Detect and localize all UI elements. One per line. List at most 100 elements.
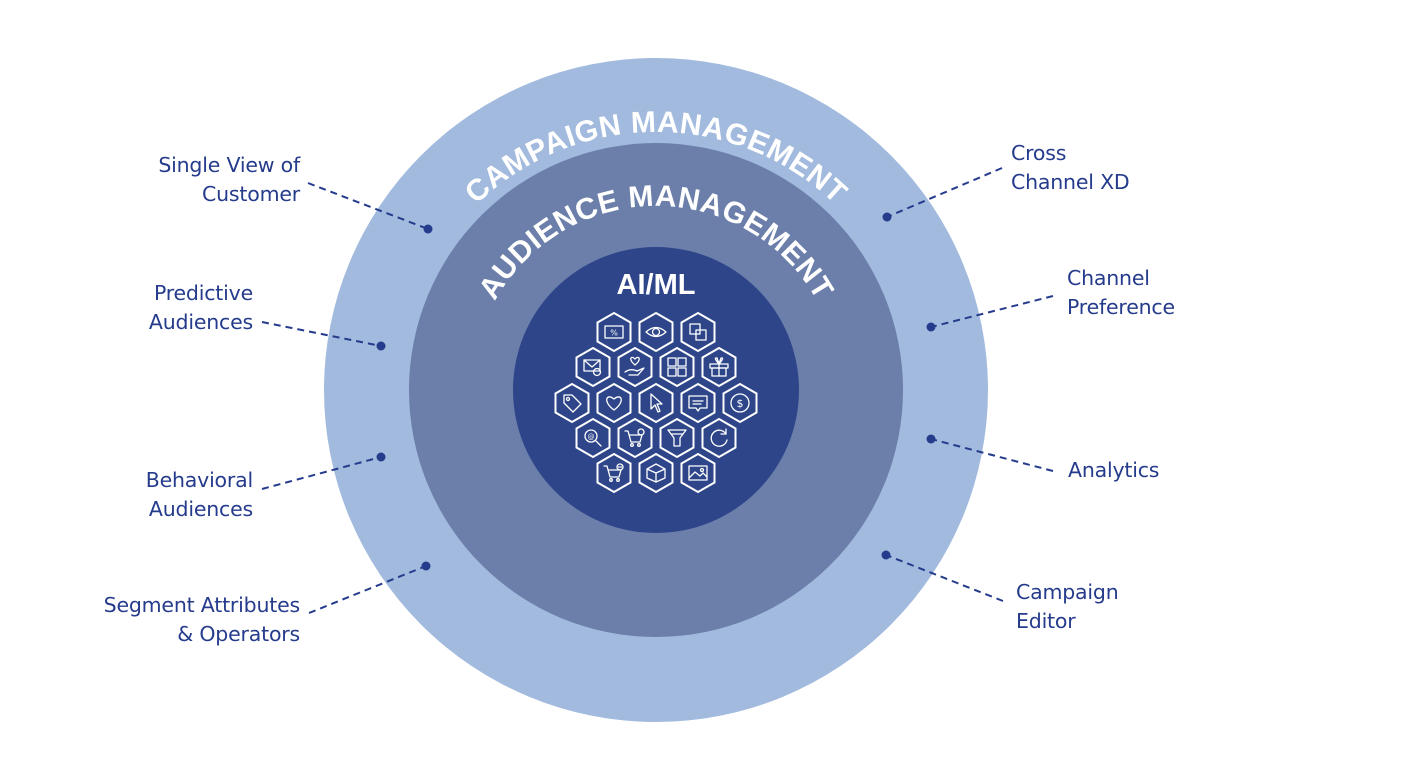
core-title-ai-ml: AI/ML (617, 269, 696, 301)
cart-check-icon (624, 428, 645, 447)
inner-core-ai-ml (513, 247, 799, 533)
email-search-icon: @ (584, 429, 602, 447)
hexagon-frame (701, 346, 737, 388)
hexagon-frame (680, 382, 716, 424)
hexagon-frame (554, 382, 590, 424)
predictive-audiences-connector-dot (376, 341, 386, 351)
hexagon-frame (617, 346, 653, 388)
hexagon-frame (638, 452, 674, 494)
segment-attributes-operators-connector-dot (421, 561, 431, 571)
callout-line: Customer (202, 182, 300, 206)
analytics-connector-dot (926, 434, 936, 444)
hex-tile-layers (680, 311, 716, 353)
hex-tile-cart-remove (596, 452, 632, 494)
package-icon (646, 463, 666, 483)
callout-line: Editor (1016, 609, 1076, 633)
hexagon-frame (680, 311, 716, 353)
callout-line: Segment Attributes (103, 593, 301, 617)
hexagon-frame (617, 417, 653, 459)
callout-segment-attributes-operators: Segment Attributes & Operators (103, 591, 301, 649)
cursor-icon (650, 393, 663, 413)
callout-line: Analytics (1068, 458, 1160, 482)
chat-icon (688, 395, 708, 412)
callout-line: & Operators (177, 622, 300, 646)
cross-channel-xd-connector-dot (882, 212, 892, 222)
hex-tile-gift (701, 346, 737, 388)
callout-line: Campaign (1016, 580, 1119, 604)
refresh-icon (710, 428, 728, 447)
channel-preference-connector-dot (926, 322, 936, 332)
callout-line: Channel (1067, 266, 1150, 290)
hex-tile-chat (680, 382, 716, 424)
hex-tile-cursor (638, 382, 674, 424)
channel-preference-connector-line (930, 295, 1054, 328)
callout-line: Predictive (153, 281, 253, 305)
hexagon-frame (659, 346, 695, 388)
hex-tile-email-clock (575, 346, 611, 388)
svg-text:$: $ (737, 397, 744, 410)
campaign-editor-connector-line (885, 554, 1004, 602)
hex-tile-refresh (701, 417, 737, 459)
dollar-coin-icon: $ (730, 393, 750, 413)
eye-icon (645, 326, 667, 338)
svg-text:%: % (610, 329, 618, 338)
callout-line: Audiences (148, 310, 253, 334)
hex-tile-grid (659, 346, 695, 388)
hex-tile-heart (596, 382, 632, 424)
hexagon-frame (596, 452, 632, 494)
hex-tile-eye (638, 311, 674, 353)
segment-attributes-operators-connector-line (308, 565, 427, 614)
funnel-icon (667, 429, 687, 447)
price-tag-icon (563, 394, 582, 413)
cart-remove-icon (603, 463, 624, 482)
hexagon-frame (596, 382, 632, 424)
hex-tile-coupon: % (596, 311, 632, 353)
hex-tile-image (680, 452, 716, 494)
hexagon-frame (638, 382, 674, 424)
callout-line: Behavioral (145, 468, 253, 492)
campaign-editor-connector-dot (881, 550, 891, 560)
single-view-of-customer-connector-line (307, 182, 429, 230)
hexagon-frame (701, 417, 737, 459)
grid-icon (667, 357, 687, 377)
hexagon-frame (638, 311, 674, 353)
ai-ml-icon-grid: % $ @ (554, 311, 758, 494)
predictive-audiences-connector-line (261, 321, 382, 347)
svg-text:@: @ (588, 433, 595, 441)
hex-tile-email-search: @ (575, 417, 611, 459)
layers-icon (689, 323, 707, 341)
hex-tile-package (638, 452, 674, 494)
coupon-icon: % (604, 325, 624, 339)
hexagon-frame (575, 346, 611, 388)
behavioral-audiences-connector-dot (376, 452, 386, 462)
hexagon-frame (680, 452, 716, 494)
analytics-connector-line (930, 438, 1054, 472)
heart-hand-icon (624, 356, 645, 376)
callout-line: Preference (1067, 295, 1175, 319)
callout-line: Cross (1011, 141, 1067, 165)
callout-single-view-of-customer: Single View of Customer (158, 151, 300, 209)
gift-icon (709, 357, 729, 377)
callout-line: Channel XD (1011, 170, 1130, 194)
hexagon-frame (722, 382, 758, 424)
hexagon-frame (575, 417, 611, 459)
behavioral-audiences-connector-line (261, 456, 382, 490)
hex-tile-dollar-coin: $ (722, 382, 758, 424)
cross-channel-xd-connector-line (886, 167, 1003, 218)
callout-line: Single View of (158, 153, 300, 177)
hex-tile-price-tag (554, 382, 590, 424)
heart-icon (606, 396, 622, 411)
hex-tile-cart-check (617, 417, 653, 459)
email-clock-icon (583, 359, 602, 377)
callout-line: Audiences (148, 497, 253, 521)
hexagon-frame (659, 417, 695, 459)
hex-tile-heart-hand (617, 346, 653, 388)
hex-tile-funnel (659, 417, 695, 459)
callout-analytics: Analytics (1068, 456, 1159, 485)
